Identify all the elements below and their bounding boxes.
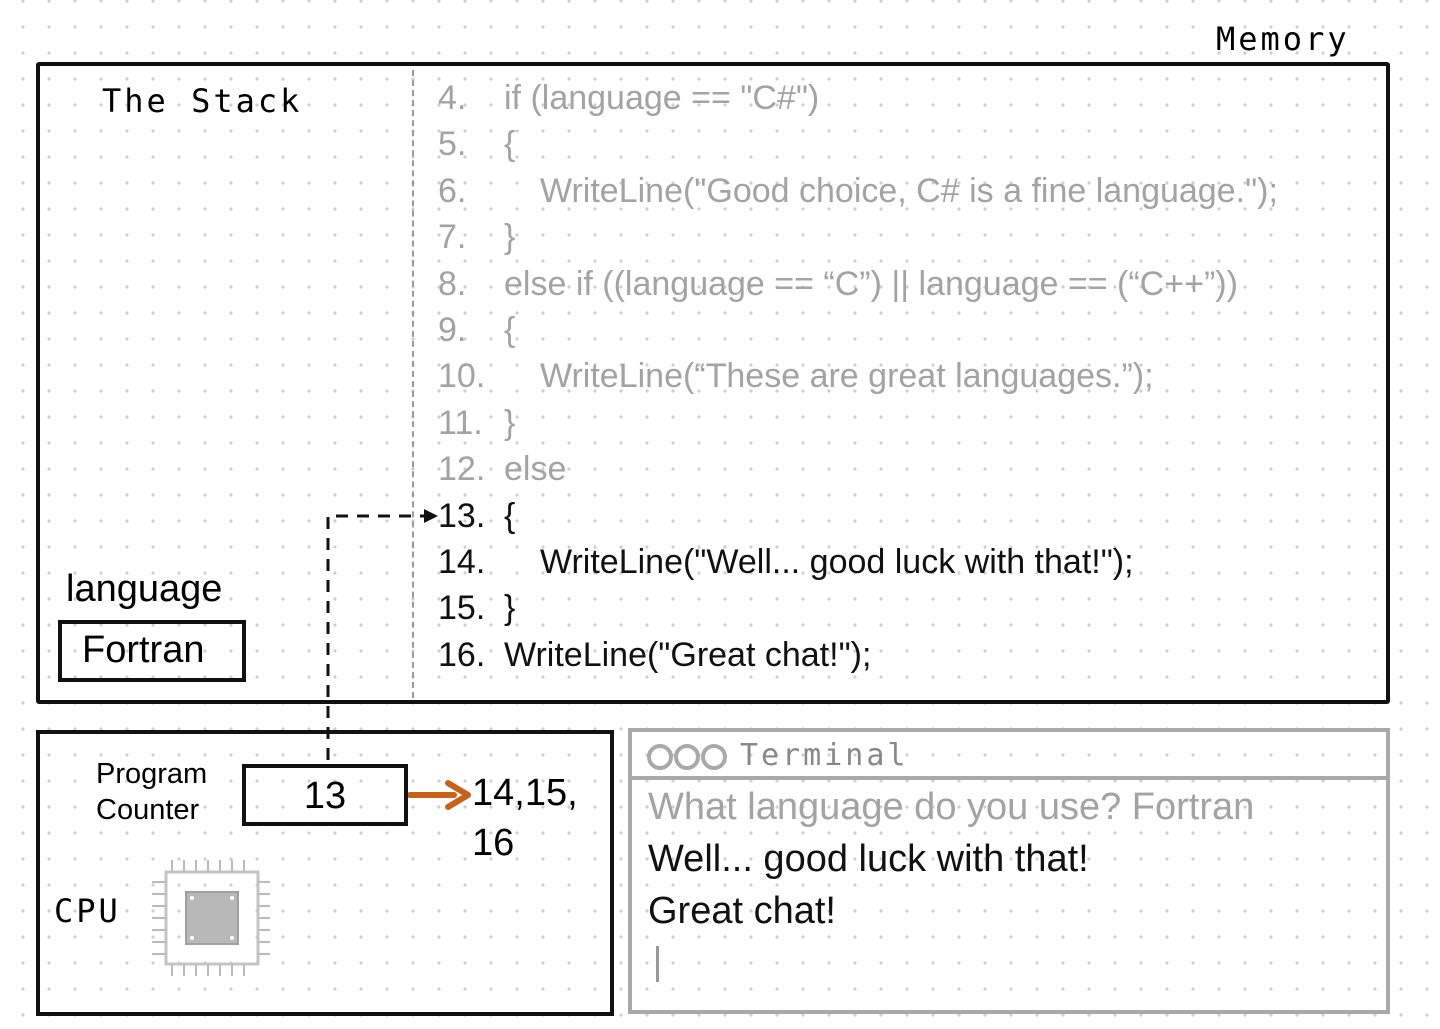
code-line-number: 8. [438,264,467,303]
program-counter-value: 13 [242,764,408,826]
terminal-line: Great chat! [648,890,836,932]
next-arrow-icon [408,780,471,810]
window-dot-icon [647,744,673,770]
code-line-number: 16. [438,635,486,674]
code-line: 5. { [438,124,515,164]
terminal-cursor [656,946,659,982]
stack-code-divider [412,70,414,698]
code-line-text: WriteLine("Great chat!"); [504,635,872,674]
code-line-number: 6. [438,171,467,210]
code-line: 14. WriteLine("Well... good luck with tha… [438,542,1134,582]
window-dot-icon [674,744,700,770]
terminal-titlebar [632,732,1386,780]
program-counter-label-line2: Counter [96,794,200,826]
code-line: 11.} [438,403,515,443]
code-line: 16. WriteLine("Great chat!"); [438,635,871,675]
program-counter-label-line1: Program [96,758,208,790]
memory-title: Memory [1216,20,1350,58]
code-line-text: else if ((language == “C”) || language =… [504,264,1238,303]
window-dot-icon [701,744,727,770]
code-line: 7.} [438,217,515,257]
code-line-number: 10. [438,357,486,396]
cpu-chip-icon [152,860,270,976]
code-line-text: } [504,589,516,628]
terminal-window [628,728,1390,1014]
next-lines-line2: 16 [472,822,515,864]
code-line-text: WriteLine("Good choice, C# is a fine lan… [540,171,1278,210]
code-line: 15.} [438,588,515,628]
code-line: 10. WriteLine(“These are great languages.… [438,356,1154,396]
code-line-number: 13. [438,496,486,535]
memory-panel [36,62,1390,704]
code-line-number: 11. [438,403,483,442]
stack-title: The Stack [102,82,303,120]
code-line-text: { [504,496,516,535]
code-line: 6. WriteLine("Good choice, C# is a fine l… [438,171,1278,211]
code-line-number: 4. [438,79,467,117]
window-controls-icon [647,744,727,770]
code-line-text: } [504,403,516,442]
program-counter-label: Program Counter [96,756,226,828]
code-line-number: 14. [438,543,486,581]
code-line-number: 9. [438,311,467,349]
cpu-panel [36,730,614,1016]
code-line-text: else [504,450,567,489]
terminal-title: Terminal [740,738,909,773]
code-line-number: 7. [438,218,467,257]
code-line-text: if (language == "C#") [504,79,820,117]
code-line: 9. { [438,310,515,350]
variable-name: language [66,568,223,610]
code-line-text: WriteLine("Well... good luck with that!"… [540,543,1134,581]
terminal-line: What language do you use? Fortran [648,786,1255,828]
code-line-number: 12. [438,450,486,489]
code-line-number: 5. [438,125,467,164]
variable-value-box: Fortran [58,620,246,682]
terminal-line: Well... good luck with that! [648,838,1089,880]
code-line-text: { [504,125,516,164]
next-lines: 14,15, 16 [472,768,602,868]
code-line: 12. else [438,449,566,489]
next-lines-line1: 14,15, [472,772,578,814]
code-line-text: WriteLine(“These are great languages.”); [540,357,1154,396]
code-line-text: } [504,218,516,257]
code-line: 8. else if ((language == “C”) || language… [438,264,1238,304]
code-line-text: { [504,311,516,349]
code-line: 13. { [438,496,515,536]
code-line: 4. if (language == "C#") [438,78,819,118]
code-line-number: 15. [438,589,486,628]
cpu-label: CPU [54,892,121,930]
